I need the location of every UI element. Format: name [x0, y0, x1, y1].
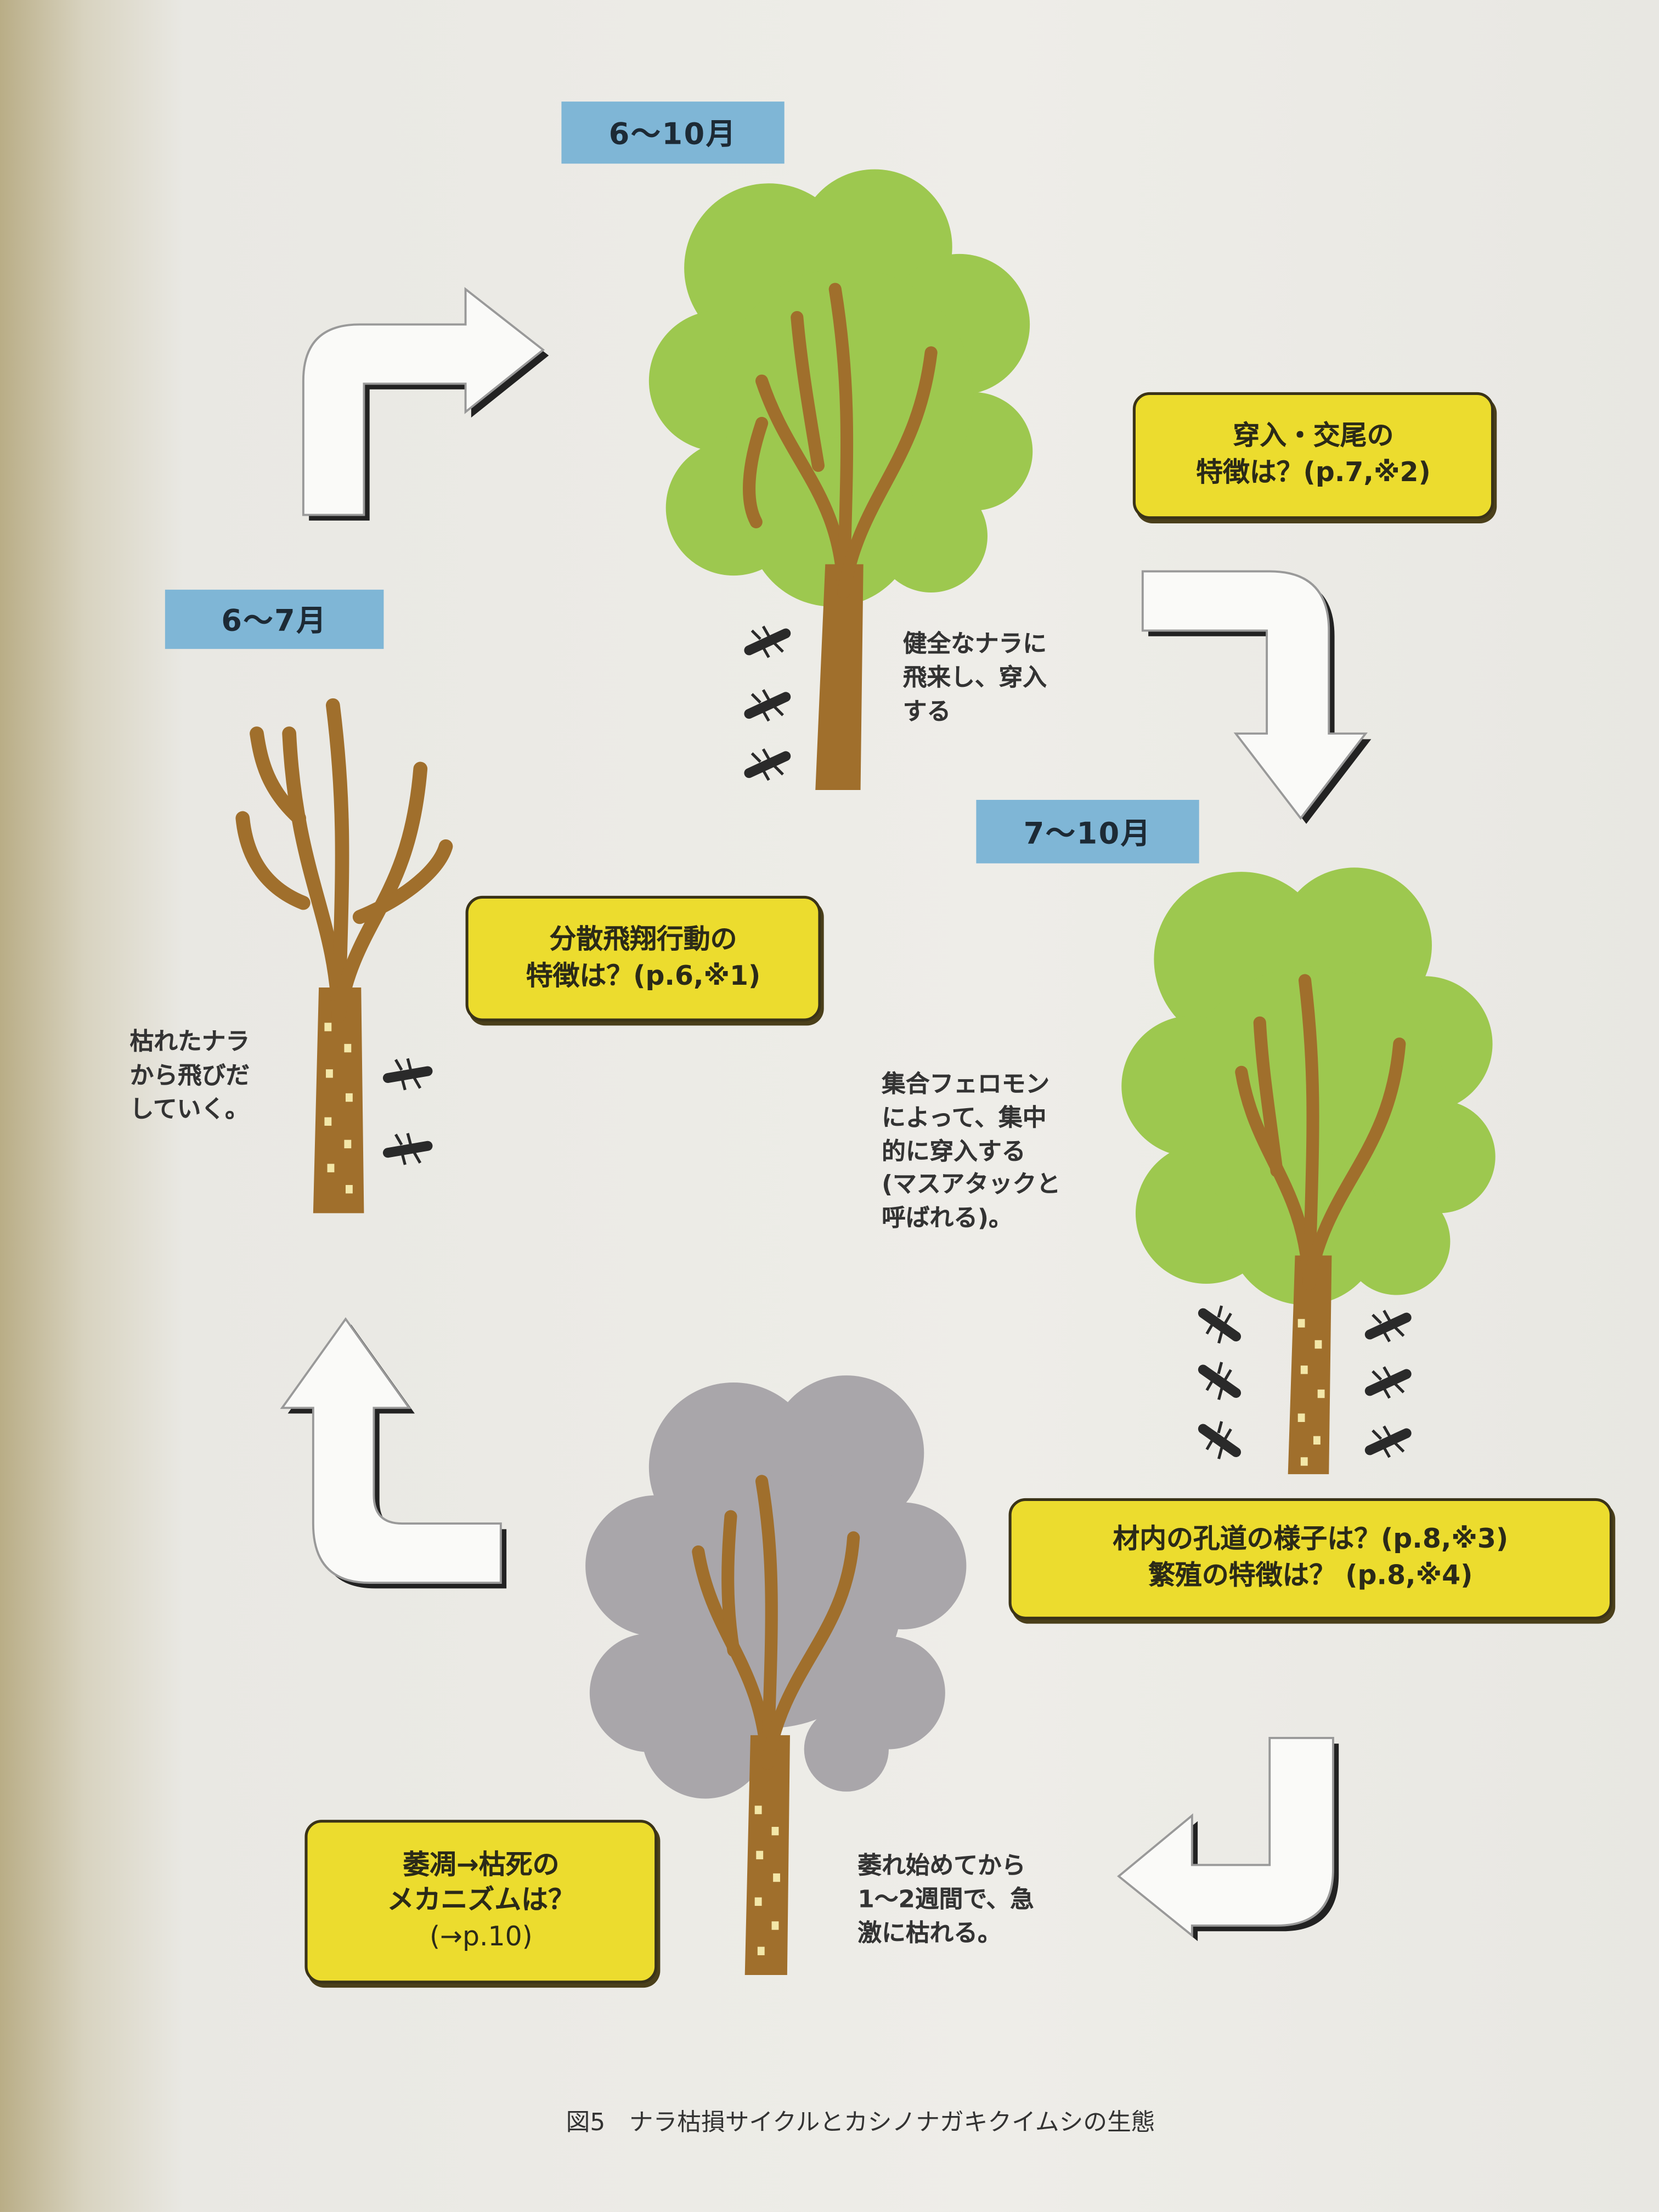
question-line: 萎凋→枯死の	[403, 1848, 560, 1880]
note-line: 1～2週間で、急	[857, 1886, 1034, 1914]
question-line: 特徴は？(p.7,※2)	[1196, 457, 1431, 488]
note-line: 的に穿入する	[882, 1138, 1026, 1166]
question-box-wilt-mechanism: 萎凋→枯死の メカニズムは？ (→p.10)	[304, 1820, 658, 1984]
note-line: (マスアタックと	[882, 1171, 1061, 1200]
arrow-right-down	[1141, 570, 1372, 824]
attacked-tree	[1121, 867, 1496, 1475]
month-label-top: 6～10月	[561, 101, 785, 164]
question-line: 分散飛翔行動の	[549, 923, 737, 955]
note-line: する	[902, 697, 951, 726]
note-leaving-dead-oak: 枯れたナラ から飛びだ していく。	[130, 1027, 250, 1128]
arrow-left-up	[280, 1317, 507, 1589]
question-box-gallery-breeding: 材内の孔道の様子は？(p.8,※3) 繁殖の特徴は？ (p.8,※4)	[1008, 1498, 1613, 1620]
note-line: から飛びだ	[129, 1062, 250, 1091]
dead-tree	[235, 698, 453, 1214]
question-line: メカニズムは？	[387, 1884, 575, 1916]
note-wilting: 萎れ始めてから 1～2週間で、急 激に枯れる。	[857, 1851, 1034, 1952]
question-line: 繁殖の特徴は？ (p.8,※4)	[1148, 1560, 1473, 1592]
question-box-dispersal-flight: 分散飛翔行動の 特徴は？(p.6,※1)	[465, 895, 821, 1022]
note-line: 飛来し、穿入	[902, 664, 1047, 693]
question-line: 材内の孔道の様子は？(p.8,※3)	[1113, 1524, 1509, 1555]
month-label-right: 7～10月	[976, 799, 1199, 864]
note-line: 枯れたナラ	[129, 1028, 250, 1057]
arrow-up-right	[302, 287, 549, 521]
note-line: 萎れ始めてから	[857, 1852, 1026, 1881]
note-healthy-oak: 健全なナラに 飛来し、穿入 する	[903, 629, 1047, 730]
note-line: 激に枯れる。	[857, 1919, 1002, 1948]
month-label-left: 6～7月	[165, 589, 384, 649]
healthy-tree	[648, 169, 1033, 790]
note-line: 集合フェロモン	[882, 1070, 1050, 1099]
note-line: 呼ばれる)。	[882, 1205, 1013, 1233]
note-line: していく。	[129, 1095, 249, 1124]
question-box-entry-mating: 穿入・交尾の 特徴は？(p.7,※2)	[1132, 392, 1494, 520]
question-line: (→p.10)	[429, 1921, 533, 1953]
figure-caption: 図5 ナラ枯損サイクルとカシノナガキクイムシの生態	[566, 2109, 1155, 2137]
question-line: 穿入・交尾の	[1233, 421, 1394, 452]
note-mass-attack: 集合フェロモン によって、集中 的に穿入する (マスアタックと 呼ばれる)。	[882, 1069, 1060, 1237]
wilting-tree	[585, 1375, 967, 1975]
arrow-down-left	[1117, 1737, 1339, 1942]
note-line: 健全なナラに	[902, 630, 1047, 659]
note-line: によって、集中	[882, 1104, 1047, 1133]
question-line: 特徴は？(p.6,※1)	[526, 960, 761, 991]
